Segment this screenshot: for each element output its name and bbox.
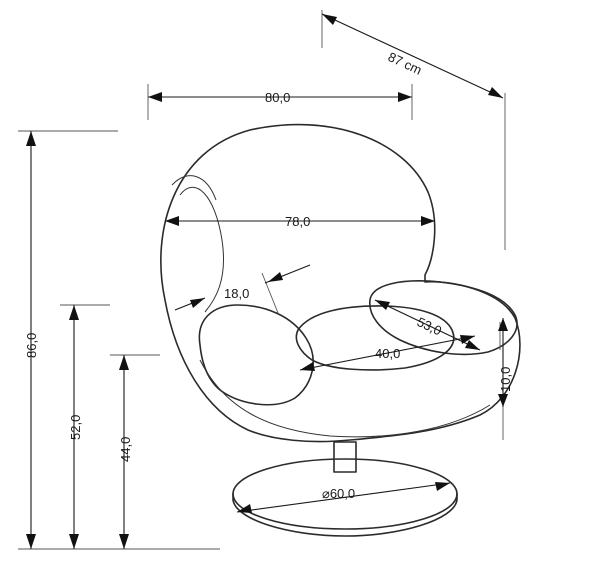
label-seat-back-width: 78,0	[285, 214, 310, 229]
chair-base-rim	[232, 493, 458, 537]
chair-shell-belly	[199, 359, 491, 438]
dimension-labels: 87 cm 80,0 78,0 18,0 53,0 40,0 10,0 86,0…	[24, 49, 513, 501]
extension-lines	[18, 10, 506, 550]
label-depth: 87 cm	[386, 49, 424, 78]
dim-line-seat-depth	[299, 335, 476, 371]
label-back-thickness: 18,0	[224, 286, 249, 301]
label-seat-height: 44,0	[118, 437, 133, 462]
label-width-top: 80,0	[265, 90, 290, 105]
chair-back-shell	[160, 123, 521, 443]
dimension-lines	[26, 13, 508, 549]
chair-outline	[160, 123, 521, 537]
dim-line-base-diameter	[236, 482, 451, 513]
dim-line-depth	[321, 13, 504, 99]
chair-right-armrest	[369, 280, 518, 356]
chair-left-armrest	[198, 304, 314, 406]
chair-back-inner-rim	[179, 186, 224, 313]
chair-back-rim-edge	[171, 175, 217, 201]
chair-stem	[333, 441, 357, 473]
label-armrest-floor-height: 52,0	[68, 415, 83, 440]
label-seat-depth: 40,0	[375, 346, 400, 361]
label-base-diameter: ⌀60,0	[322, 486, 355, 501]
chair-seat-cushion	[295, 305, 455, 371]
label-total-height: 86,0	[24, 333, 39, 358]
label-armrest-height: 10,0	[498, 367, 513, 392]
